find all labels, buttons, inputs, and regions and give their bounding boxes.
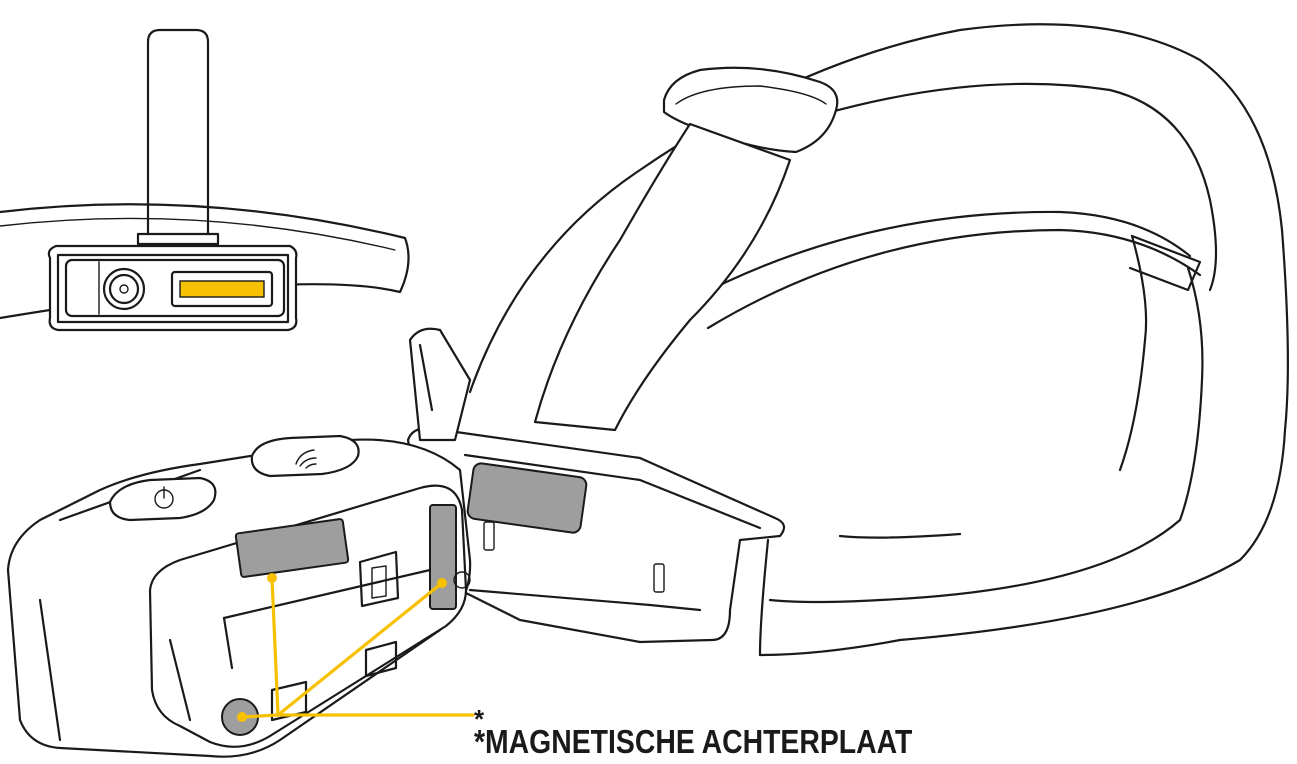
- front-view-cob-led-strip: [179, 280, 265, 298]
- band-magnet-plate: [466, 462, 588, 534]
- wave-sensor-icon: [295, 449, 317, 469]
- power-button: [108, 476, 217, 522]
- front-view-headlamp: [0, 28, 410, 332]
- rear-view-headlamp: [6, 23, 1289, 758]
- callout-label: *MAGNETISCHE ACHTERPLAAT: [474, 723, 913, 760]
- front-view-top-strap: [146, 28, 210, 245]
- housing-magnet-plate-1: [234, 518, 350, 578]
- front-view-spot-lens-icon: [102, 267, 146, 311]
- callout-marker: *: [474, 704, 485, 734]
- magnet-callout-lines: [237, 573, 475, 722]
- top-strap: [533, 122, 792, 432]
- back-plate: [148, 484, 468, 748]
- sensor-button: [250, 434, 360, 478]
- housing-magnet-plate-2: [429, 504, 457, 610]
